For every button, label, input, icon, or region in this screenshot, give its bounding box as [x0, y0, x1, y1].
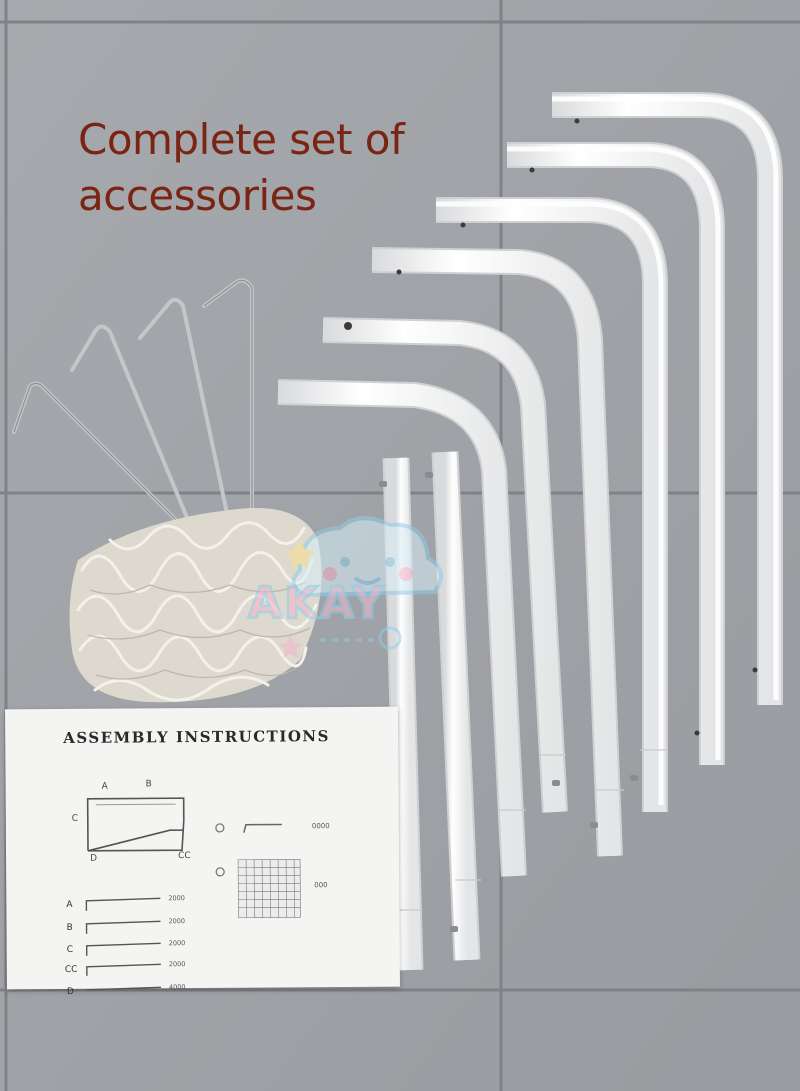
- watermark-text: AKAY: [248, 578, 386, 629]
- part-label-a: A: [66, 900, 73, 910]
- goal-net: [69, 508, 322, 703]
- diagram-label-d: D: [90, 854, 97, 864]
- diagram-label-c: C: [72, 814, 78, 824]
- stake-code: 0000: [312, 822, 330, 830]
- brand-watermark: AKAY: [247, 516, 444, 658]
- part-code-a: 2000: [168, 894, 185, 902]
- net-code: 000: [314, 881, 327, 889]
- headline: Complete set of accessories: [78, 112, 438, 224]
- diagram-label-b: B: [146, 779, 152, 789]
- diagram-label-cc: CC: [178, 851, 191, 861]
- part-label-b: B: [67, 923, 73, 933]
- assembly-instructions-sheet: ASSEMBLY INSTRUCTIONS A B C D CC 0000: [5, 706, 400, 997]
- instructions-diagram: A B C D CC 0000 000 A B C CC D: [65, 779, 330, 997]
- headline-line-1: Complete set of: [78, 115, 405, 164]
- headline-line-2: accessories: [78, 171, 317, 220]
- part-label-cc: CC: [65, 965, 78, 975]
- part-code-b: 2000: [168, 917, 185, 925]
- diagram-label-a: A: [102, 782, 109, 792]
- part-code-d: 4000: [169, 983, 186, 991]
- part-code-cc: 2000: [169, 960, 186, 968]
- part-code-c: 2000: [169, 939, 186, 947]
- part-label-d: D: [67, 987, 74, 997]
- part-label-c: C: [67, 945, 73, 955]
